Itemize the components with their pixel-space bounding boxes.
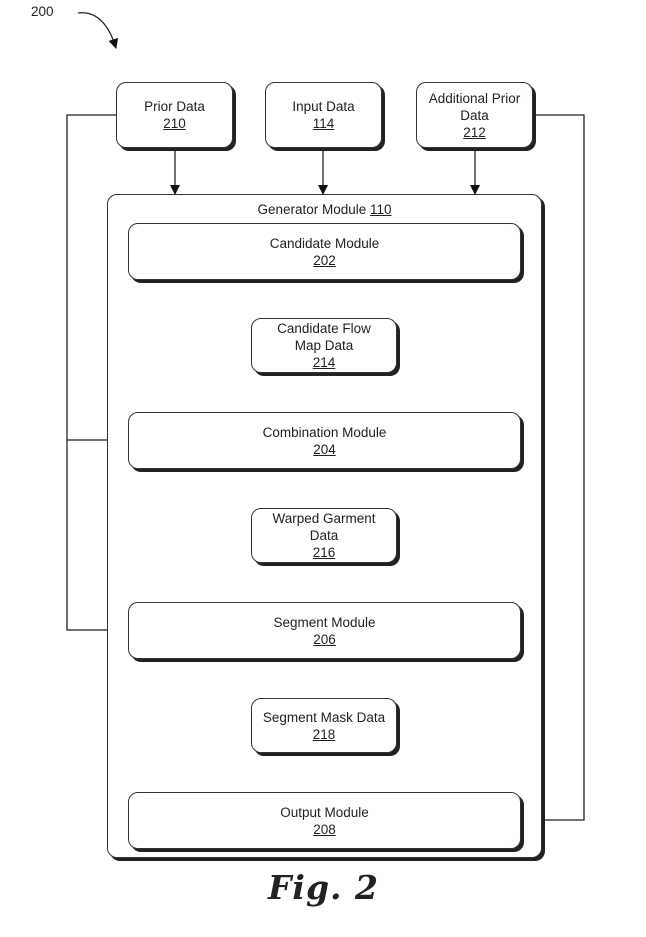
additional-prior-data-box: Additional Prior Data 212 [416, 82, 533, 148]
candidate-module-box: Candidate Module 202 [128, 223, 521, 280]
figure-ref-arrow [77, 12, 119, 49]
additional-prior-bus [521, 114, 585, 825]
warped-garment-data-box: Warped Garment Data 216 [251, 508, 397, 563]
input-data-label: Input Data [292, 99, 355, 114]
segment-module-label: Segment Module [273, 614, 376, 630]
input-data-box: Input Data 114 [265, 82, 382, 148]
warped-garment-line-1: Warped Garment [272, 511, 376, 526]
additional-prior-label-1: Additional Prior [428, 90, 521, 106]
segment-module-num: 206 [313, 631, 336, 647]
segment-mask-num: 218 [312, 726, 336, 742]
prior-data-box: Prior Data 210 [116, 82, 233, 148]
candidate-module-num: 202 [313, 252, 336, 268]
additional-prior-label-2: Data [460, 107, 489, 123]
segment-mask-line-1: Segment Mask Data [262, 709, 386, 725]
candidate-flow-num: 214 [312, 355, 336, 370]
figure-caption: Fig. 2 [268, 868, 379, 907]
output-module-num: 208 [313, 821, 336, 837]
warped-garment-num: 216 [312, 545, 336, 560]
input-data-num: 114 [312, 116, 335, 131]
candidate-flow-line-1: Candidate Flow [277, 321, 371, 336]
prior-data-bus [66, 114, 129, 635]
additional-prior-num: 212 [463, 124, 486, 140]
generator-module-label: Generator Module [257, 202, 367, 217]
combination-module-num: 204 [313, 441, 336, 457]
prior-data-num: 210 [163, 116, 186, 131]
generator-module-title: Generator Module 110 [257, 201, 391, 218]
warped-garment-line-2: Data [309, 528, 339, 543]
candidate-module-label: Candidate Module [269, 235, 380, 251]
candidate-flow-line-2: Map Data [294, 338, 354, 353]
generator-module-num: 110 [370, 202, 392, 217]
combination-module-label: Combination Module [262, 424, 387, 440]
combination-module-box: Combination Module 204 [128, 412, 521, 469]
segment-module-box: Segment Module 206 [128, 602, 521, 659]
output-module-box: Output Module 208 [128, 792, 521, 849]
candidate-flow-map-data-box: Candidate Flow Map Data 214 [251, 318, 397, 373]
segment-mask-data-box: Segment Mask Data 218 [251, 698, 397, 753]
prior-data-label: Prior Data [144, 99, 205, 114]
figure-ref-label: 200 [31, 4, 54, 19]
output-module-label: Output Module [280, 804, 369, 820]
